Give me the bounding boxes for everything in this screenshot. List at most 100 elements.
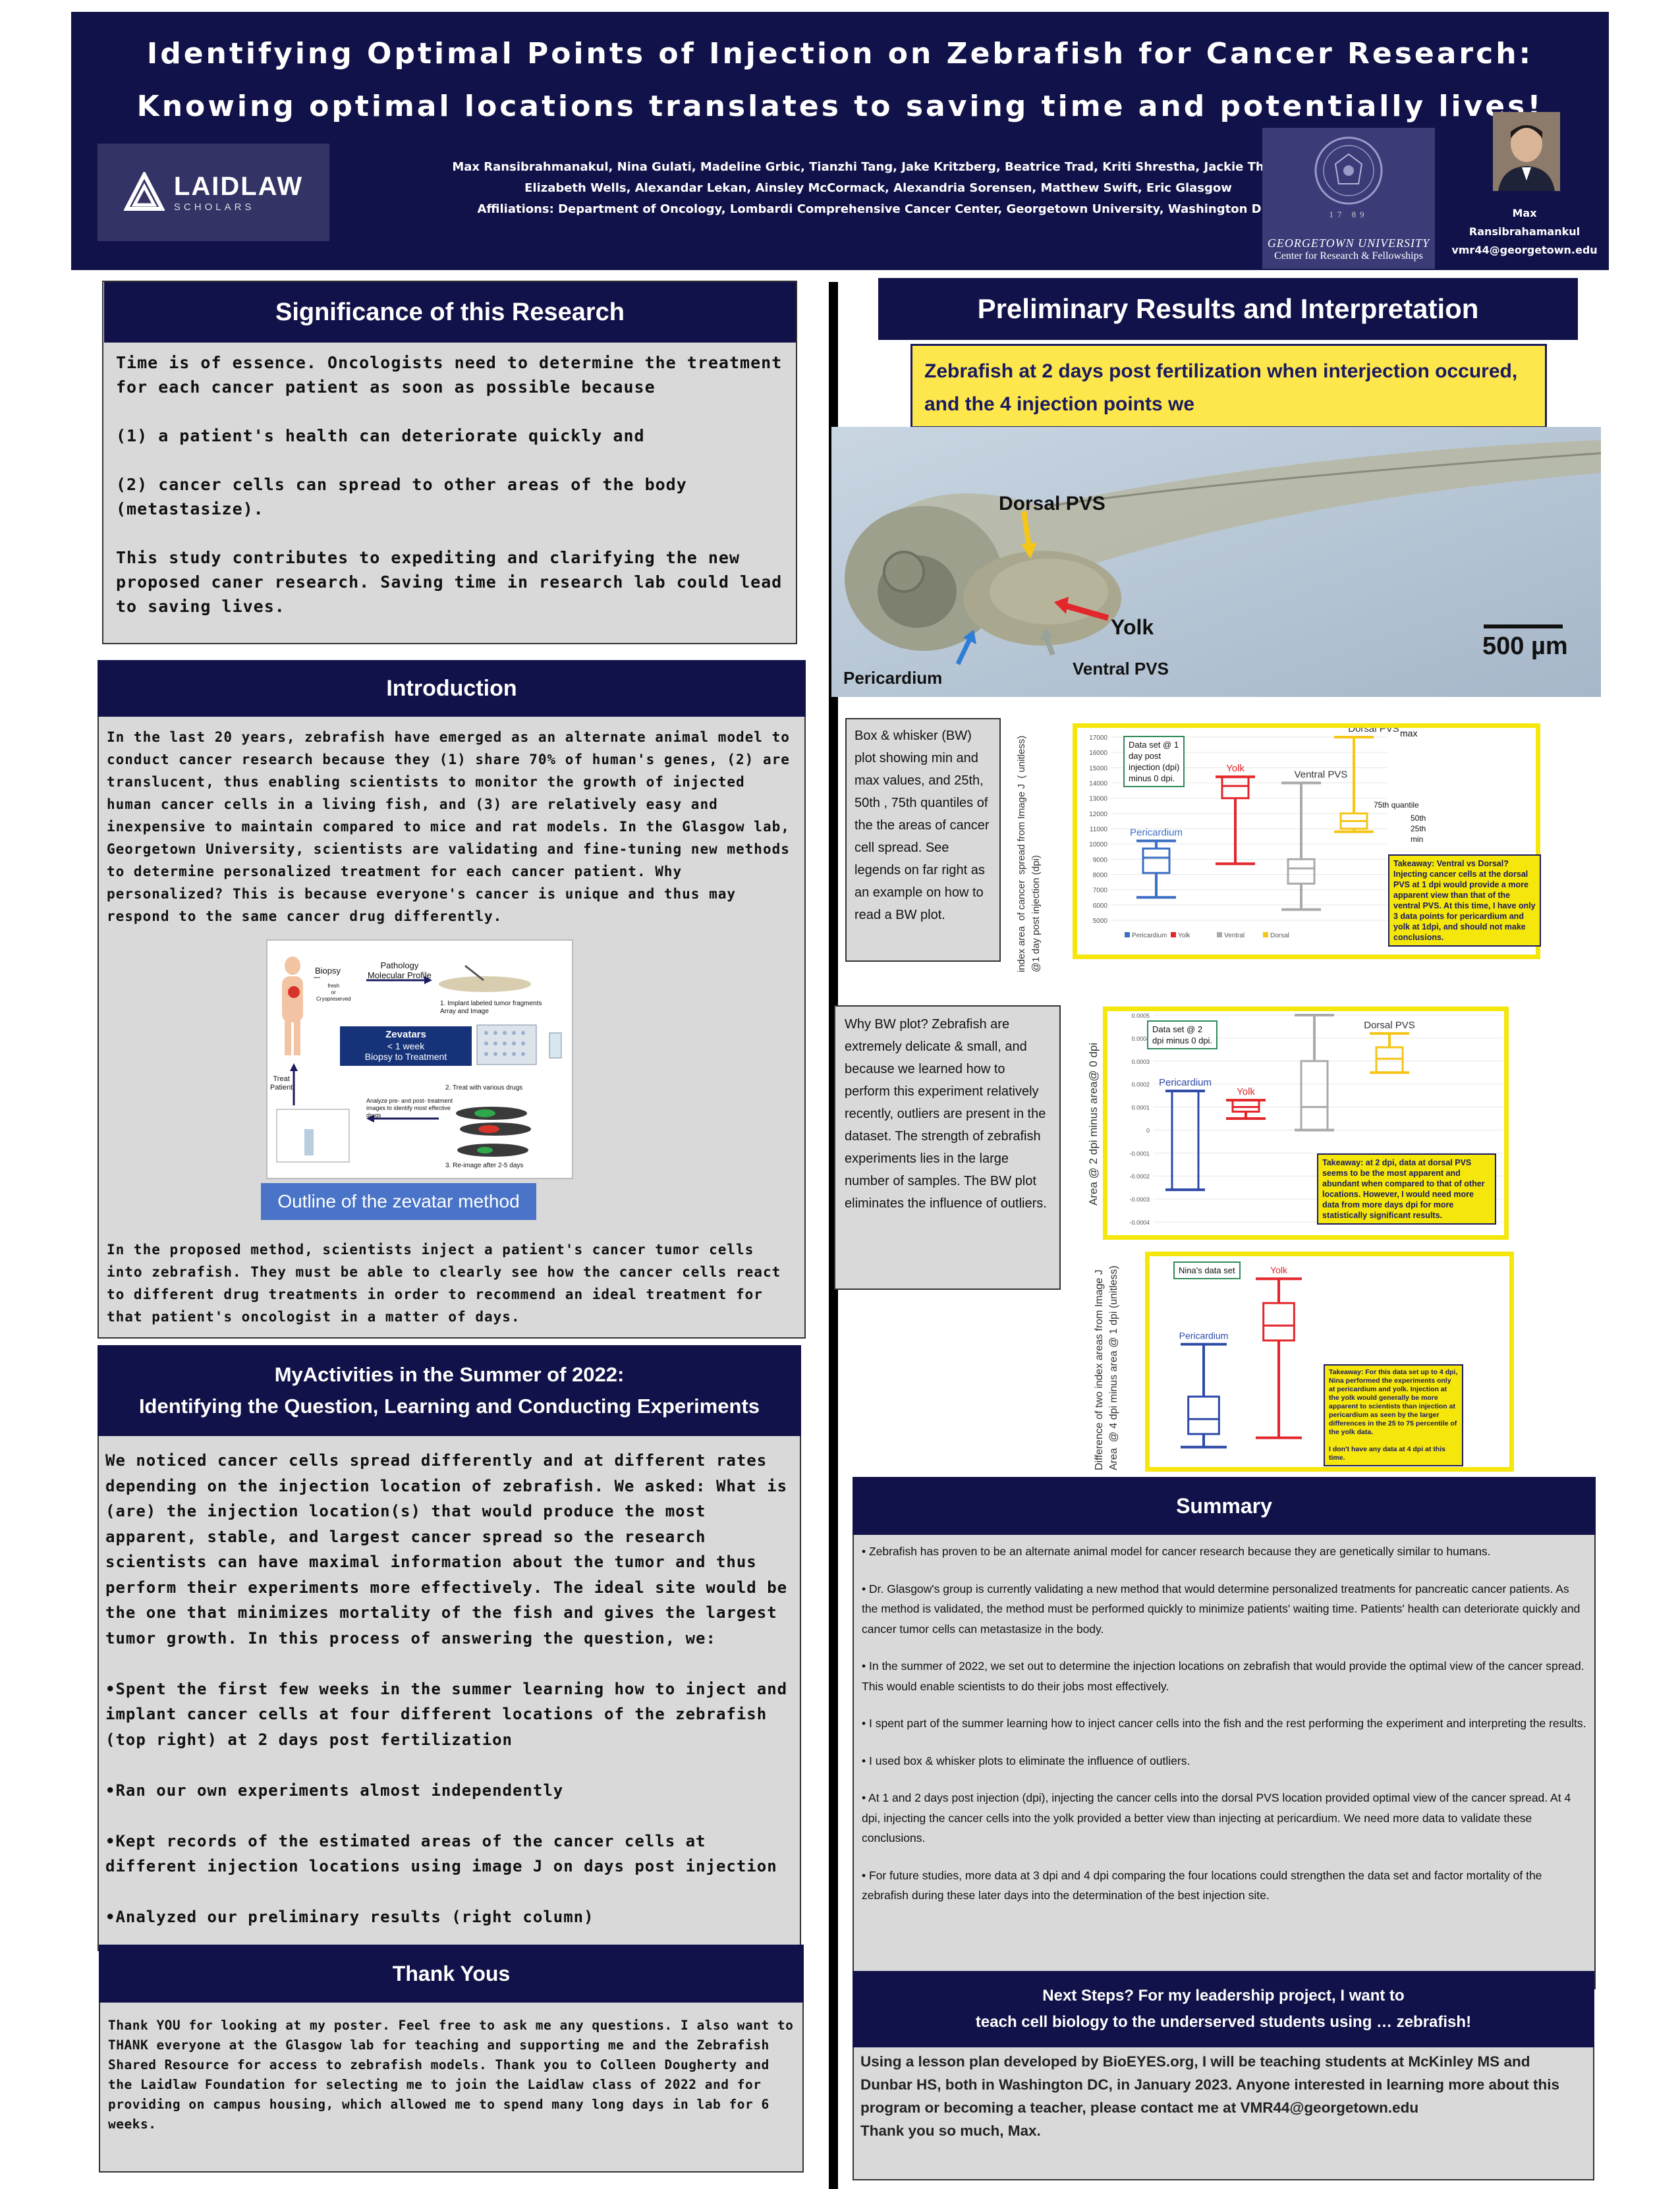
tick-label: 0 (1146, 1127, 1150, 1134)
chart-2-dataset-label: Data set @ 2 dpi minus 0 dpi. (1147, 1020, 1218, 1049)
tick-label: 8000 (1093, 872, 1108, 879)
iqr-box (1221, 775, 1250, 800)
tick-label: 13000 (1089, 796, 1107, 803)
series-label: Ventral PVS (1288, 1011, 1341, 1012)
georgetown-seal-icon (1314, 136, 1383, 205)
introduction-heading: Introduction (98, 660, 806, 717)
why-bw-panel: Why BW plot? Zebrafish are extremely del… (834, 1005, 1061, 1290)
thanks-text: Thank YOU for looking at my poster. Feel… (108, 2018, 794, 2132)
laidlaw-logo: LAIDLAW SCHOLARS (98, 144, 329, 241)
tick-label: 12000 (1089, 811, 1107, 818)
chart3-ylabel: Difference of two index areas from Image… (1094, 1265, 1119, 1470)
tick-label: 6000 (1093, 902, 1108, 910)
box-yolk: Yolk (1256, 1265, 1302, 1439)
series-label: Yolk (1270, 1265, 1288, 1275)
summary-bullet-4: • I spent part of the summer learning ho… (862, 1717, 1586, 1730)
fig-label-analyze: Analyze pre- and post- treatment images … (366, 1097, 453, 1119)
laidlaw-triangle-icon (123, 172, 165, 211)
tick-label: 10000 (1089, 841, 1107, 848)
box-pericardium: Pericardium (1179, 1331, 1229, 1449)
summary-bullet-5: • I used box & whisker plots to eliminat… (862, 1754, 1190, 1767)
legend-label: Yolk (1178, 932, 1191, 939)
summary-heading: Summary (853, 1477, 1596, 1535)
box-pericardium: Pericardium (1130, 827, 1183, 899)
fig-label-step3: 3. Re-image after 2-5 days (445, 1162, 524, 1169)
chart-2-takeaway: Takeaway: at 2 dpi, data at dorsal PVS s… (1317, 1153, 1496, 1225)
tick-label: -0.0004 (1129, 1219, 1150, 1226)
header-banner: Identifying Optimal Points of Injection … (71, 12, 1609, 270)
series-label: Yolk (1226, 763, 1245, 774)
chart-1-ann-q1: 25th (1411, 824, 1426, 833)
fig-label-step2: 2. Treat with various drugs (445, 1084, 523, 1092)
tick-label: 17000 (1089, 734, 1107, 742)
series-label: Dorsal PVS (1348, 728, 1399, 734)
legend-swatch (1263, 932, 1268, 937)
significance-heading: Significance of this Research (104, 282, 796, 343)
next-steps-text: Using a lesson plan developed by BioEYES… (860, 2053, 1559, 2139)
injection-arrows (955, 511, 1109, 665)
series-label: Dorsal PVS (1364, 1020, 1415, 1031)
box-ventral-pvs: Ventral PVS (1281, 769, 1347, 911)
bw-explain-panel: Box & whisker (BW) plot showing min and … (845, 718, 1001, 962)
georgetown-wordmark: GEORGETOWN UNIVERSITY (1267, 236, 1430, 250)
fig-label-treat-patient: Treat Patient (270, 1075, 293, 1092)
tick-label: -0.0003 (1129, 1196, 1150, 1203)
seal-year: 17 89 (1329, 209, 1368, 219)
iqr-box (1300, 1060, 1329, 1131)
presenter-email: vmr44@georgetown.edu (1451, 244, 1598, 256)
scale-bar-label: 500 µm (1482, 632, 1568, 660)
box-pericardium: Pericardium (1159, 1077, 1212, 1192)
poster-title: Identifying Optimal Points of Injection … (146, 37, 1534, 70)
iqr-box (1187, 1395, 1220, 1435)
chart-1-ann-median: 50th (1411, 814, 1426, 823)
legend-swatch (1125, 932, 1130, 937)
zevatar-diagram (276, 956, 562, 1163)
presenter-info: Max Ransibrahamankul vmr44@georgetown.ed… (1448, 204, 1601, 260)
zevatar-figure: Biopsy fresh or Cryopreserved Pathology … (266, 939, 573, 1179)
summary-panel (853, 1477, 1596, 1989)
chart-3-dataset-label: Nina's data set (1173, 1261, 1241, 1279)
legend-label: Ventral (1224, 932, 1245, 939)
activities-panel (98, 1345, 801, 1951)
tick-label: 7000 (1093, 887, 1108, 895)
zebrafish-photo: Dorsal PVS Yolk Pericardium Ventral PVS … (831, 427, 1601, 697)
label-dorsal: Dorsal PVS (999, 493, 1106, 514)
georgetown-logo: 17 89 GEORGETOWN UNIVERSITY Center for R… (1262, 128, 1435, 269)
summary-bullet-2: • Dr. Glasgow's group is currently valid… (862, 1582, 1581, 1636)
box-yolk: Yolk (1216, 763, 1255, 866)
summary-bullet-7: • For future studies, more data at 3 dpi… (862, 1868, 1542, 1902)
label-yolk: Yolk (1111, 615, 1154, 639)
tick-label: 0.0005 (1131, 1012, 1150, 1019)
iqr-box (1142, 847, 1171, 874)
legend-swatch (1171, 932, 1176, 937)
series-label: Pericardium (1130, 827, 1183, 839)
tick-label: 15000 (1089, 765, 1107, 772)
next-steps-heading-1: Next Steps? For my leadership project, I… (1042, 1987, 1405, 2005)
tick-label: 16000 (1089, 750, 1107, 757)
tick-label: 5000 (1093, 918, 1108, 925)
box-ventral-pvs: Ventral PVS (1288, 1001, 1341, 1132)
figure-caption: Outline of the zevatar method (261, 1183, 536, 1220)
fig-label-biopsy: Biopsy (315, 966, 341, 976)
tick-label: -0.0002 (1129, 1173, 1150, 1180)
chart-1-dataset-label: Data set @ 1 day post injection (dpi) mi… (1123, 736, 1185, 787)
series-label: Yolk (1237, 1086, 1255, 1097)
activities-text: We noticed cancer cells spread different… (105, 1451, 788, 1926)
summary-list: • Zebrafish has proven to be an alternat… (862, 1541, 1588, 1906)
presenter-photo (1493, 112, 1560, 191)
chart-1-ann-min: min (1411, 835, 1424, 844)
introduction-text-2: In the proposed method, scientists injec… (107, 1242, 781, 1325)
fig-label-biopsy-treat: Biopsy to Treatment (364, 1051, 447, 1062)
series-label: Pericardium (1179, 1331, 1229, 1341)
box-yolk: Yolk (1226, 1086, 1266, 1120)
iqr-box (1231, 1099, 1260, 1113)
chart-1-takeaway: Takeaway: Ventral vs Dorsal? Injecting c… (1388, 854, 1541, 947)
iqr-box (1375, 1046, 1404, 1074)
chart-1-ann-max: max (1400, 728, 1418, 738)
georgetown-sub: Center for Research & Fellowships (1274, 250, 1423, 262)
tick-label: 0.0002 (1131, 1082, 1150, 1088)
box-dorsal-pvs: Dorsal PVS (1364, 1020, 1415, 1074)
